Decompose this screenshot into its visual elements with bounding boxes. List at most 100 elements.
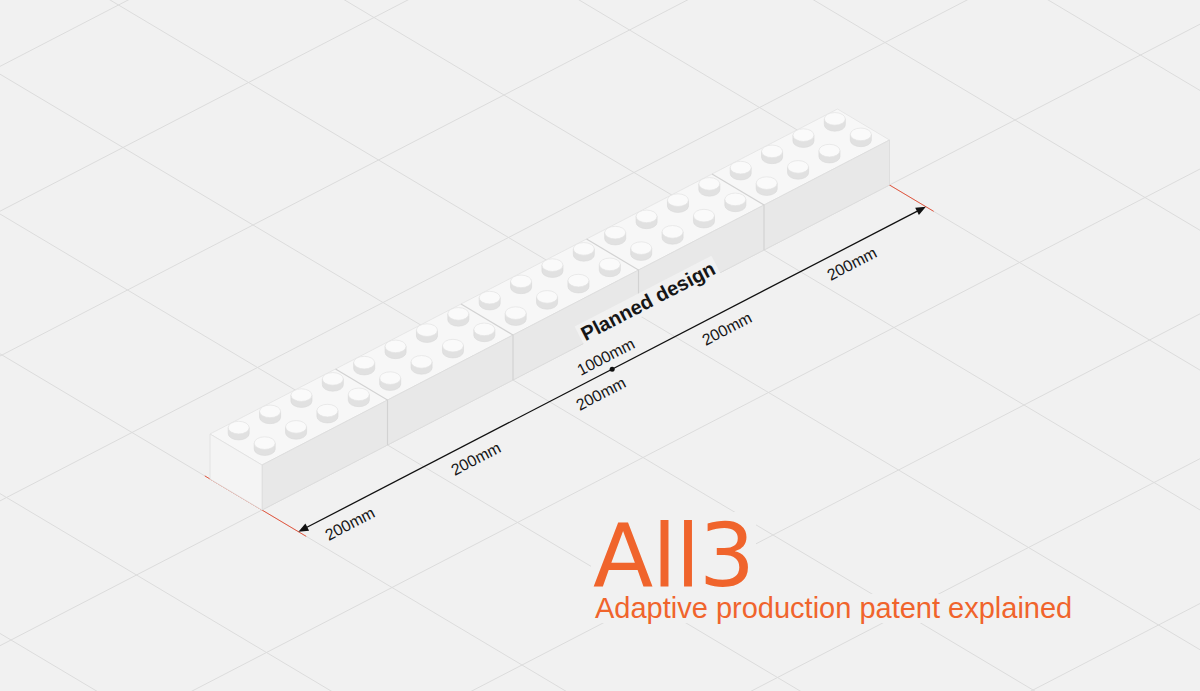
stud-top — [479, 291, 500, 304]
stud-top — [286, 421, 307, 434]
stud — [725, 193, 746, 212]
stud-top — [725, 193, 746, 206]
stud-top — [511, 275, 532, 288]
grid-line — [0, 13, 1200, 691]
stud — [762, 145, 783, 164]
stud-top — [573, 243, 594, 256]
arrowhead — [915, 207, 926, 215]
dimension-line — [298, 207, 926, 532]
midpoint-dot — [610, 367, 615, 372]
stud-top — [322, 373, 343, 386]
stud-top — [605, 226, 626, 239]
stud — [317, 404, 338, 423]
brick — [210, 109, 890, 510]
brick-studs — [228, 113, 871, 456]
stud — [568, 274, 589, 293]
dimension-label: 200mm — [822, 243, 883, 286]
stud — [730, 161, 751, 180]
stud-top — [228, 421, 249, 434]
stud-top — [260, 405, 281, 418]
stud-top — [537, 291, 558, 304]
stud-top — [631, 242, 652, 255]
grid-line — [0, 469, 216, 691]
stud-top — [693, 209, 714, 222]
stud — [348, 388, 369, 407]
grid-line — [0, 534, 90, 691]
grid-line — [0, 0, 1100, 593]
stud-top — [317, 404, 338, 417]
grid-line — [0, 0, 1200, 670]
stud-top — [599, 258, 620, 271]
stud-top — [411, 356, 432, 369]
stud — [573, 243, 594, 262]
stud — [850, 128, 871, 147]
grid-line — [0, 14, 1094, 691]
stud — [788, 161, 809, 180]
grid-line — [936, 0, 1200, 226]
arrowhead — [298, 524, 309, 532]
stud — [793, 129, 814, 148]
stud-top — [348, 388, 369, 401]
stud — [824, 113, 845, 132]
stud-top — [416, 324, 437, 337]
stud — [448, 308, 469, 327]
stud — [254, 437, 275, 456]
stud — [291, 389, 312, 408]
grid-line — [1187, 0, 1200, 96]
stud — [819, 144, 840, 163]
stud — [542, 259, 563, 278]
stud — [286, 421, 307, 440]
stud — [474, 323, 495, 342]
stud-top — [850, 128, 871, 141]
stud — [756, 177, 777, 196]
stud — [380, 372, 401, 391]
dimension-line-stroke — [306, 210, 919, 528]
dimension-label: 200mm — [696, 308, 757, 351]
stud — [667, 194, 688, 213]
brick-front-face — [262, 140, 890, 510]
stud-top — [448, 308, 469, 321]
stud-top — [568, 274, 589, 287]
stud — [599, 258, 620, 277]
stud-top — [730, 161, 751, 174]
stud-top — [442, 339, 463, 352]
stud — [260, 405, 281, 424]
stud — [511, 275, 532, 294]
stud-top — [385, 340, 406, 353]
brick-top-face — [210, 109, 890, 465]
stud — [662, 226, 683, 245]
stud-top — [667, 194, 688, 207]
stud-top — [636, 210, 657, 223]
brand-logo: All3 — [591, 512, 756, 600]
grid-line — [183, 0, 1200, 616]
stud-top — [819, 144, 840, 157]
stud-top — [380, 372, 401, 385]
grid-line — [0, 0, 970, 515]
stud — [411, 356, 432, 375]
grid-line — [434, 0, 1200, 486]
stud — [228, 421, 249, 440]
stud-top — [254, 437, 275, 450]
stud — [693, 209, 714, 228]
grid-line — [58, 0, 1200, 681]
stud — [354, 356, 375, 375]
stud-top — [474, 323, 495, 336]
